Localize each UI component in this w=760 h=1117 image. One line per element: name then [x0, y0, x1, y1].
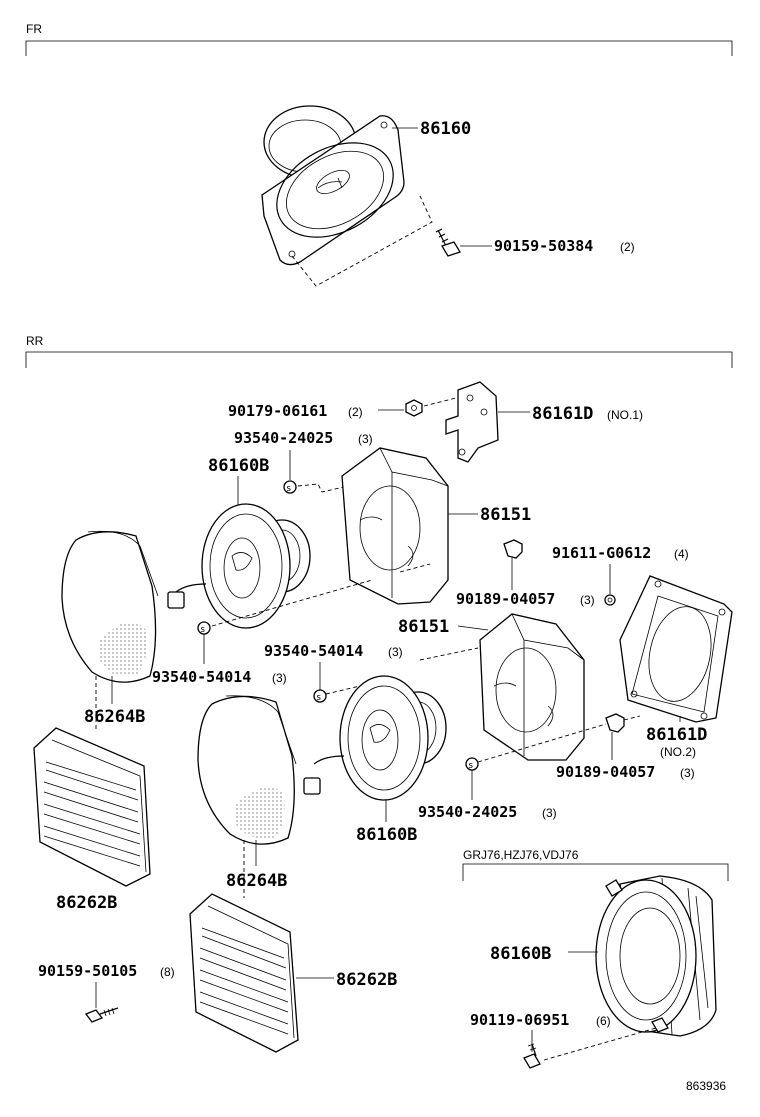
label-90179-06161: 90179-06161 — [228, 402, 327, 420]
section-label-variant: GRJ76,HZJ76,VDJ76 — [463, 848, 579, 862]
label-93540-54014-b: 93540-54014 — [264, 642, 363, 660]
note-86161d-no2: (NO.2) — [660, 745, 696, 759]
figure-number: 863936 — [686, 1079, 726, 1093]
section-bracket-variant — [462, 863, 729, 881]
pin-90189-04057-1[interactable] — [503, 539, 523, 559]
svg-text:s: s — [200, 625, 205, 635]
nut-90179-06161[interactable] — [405, 399, 423, 417]
label-93540-24025-bottom: 93540-24025 — [418, 803, 517, 821]
rear-speaker-86160b-2[interactable] — [303, 675, 447, 801]
section-bracket-rr — [25, 351, 733, 368]
label-93540-54014-a: 93540-54014 — [152, 668, 251, 686]
clip-91611-g0612[interactable] — [604, 594, 616, 606]
label-90119-06951: 90119-06951 — [470, 1011, 569, 1029]
grille-86264b-1[interactable] — [61, 530, 159, 683]
bracket-86161d-no1[interactable] — [445, 381, 499, 463]
qty-93540-54014-b: (3) — [388, 645, 403, 659]
front-speaker-86160[interactable] — [261, 105, 410, 266]
label-93540-24025-top: 93540-24025 — [234, 429, 333, 447]
pin-90189-04057-2[interactable] — [605, 713, 625, 733]
label-86151-1: 86151 — [480, 505, 531, 525]
label-86262b-2: 86262B — [336, 970, 397, 990]
label-86160b-1: 86160B — [208, 456, 269, 476]
label-86161d-no1: 86161D — [532, 404, 593, 424]
section-bracket-fr — [25, 40, 733, 56]
qty-93540-24025-bottom: (3) — [542, 806, 557, 820]
cover-86262b-1[interactable] — [33, 727, 151, 887]
front-mount-line — [291, 195, 433, 287]
bracket-86161d-no2[interactable] — [619, 575, 733, 723]
qty-90189-04057-1: (3) — [580, 593, 595, 607]
screw-93540-24025-bottom[interactable]: s — [465, 757, 479, 771]
rear-speaker-86160b-3[interactable] — [595, 875, 717, 1037]
qty-91611-g0612: (4) — [674, 547, 689, 561]
enclosure-86151-1[interactable] — [341, 447, 449, 605]
label-90159-50105: 90159-50105 — [38, 962, 137, 980]
section-label-fr: FR — [26, 22, 42, 36]
label-91611-g0612: 91611-G0612 — [552, 544, 651, 562]
qty-90179-06161: (2) — [348, 405, 363, 419]
label-86160: 86160 — [420, 119, 471, 139]
label-86161d-no2: 86161D — [646, 725, 707, 745]
screw-90119-06951[interactable] — [523, 1043, 541, 1069]
front-screw-90159-50384[interactable] — [435, 228, 461, 257]
qty-93540-54014-a: (3) — [272, 671, 287, 685]
label-86160b-2: 86160B — [356, 825, 417, 845]
label-90189-04057-2: 90189-04057 — [556, 763, 655, 781]
qty-90119-06951: (6) — [596, 1014, 611, 1028]
section-label-rr: RR — [26, 334, 44, 348]
qty-90159-50105: (8) — [160, 965, 175, 979]
label-90189-04057-1: 90189-04057 — [456, 590, 555, 608]
label-86151-2: 86151 — [398, 617, 449, 637]
enclosure-86151-2[interactable] — [479, 613, 585, 761]
qty-93540-24025-top: (3) — [358, 432, 373, 446]
label-86264b-2: 86264B — [226, 871, 287, 891]
qty-90159-50384: (2) — [620, 240, 635, 254]
label-86264b-1: 86264B — [84, 707, 145, 727]
screw-93540-24025-top[interactable]: s — [283, 480, 297, 494]
grille-86264b-2[interactable] — [197, 695, 297, 845]
label-90159-50384: 90159-50384 — [494, 237, 593, 255]
svg-text:s: s — [286, 484, 291, 494]
screw-90159-50105[interactable] — [84, 1007, 119, 1023]
rear-speaker-86160b-1[interactable] — [167, 503, 311, 629]
note-86161d-no1: (NO.1) — [607, 408, 643, 422]
screw-93540-54014-a[interactable]: s — [197, 621, 211, 635]
label-86262b-1: 86262B — [56, 893, 117, 913]
qty-90189-04057-2: (3) — [680, 766, 695, 780]
svg-text:s: s — [316, 693, 321, 703]
screw-93540-54014-b[interactable]: s — [313, 689, 327, 703]
cover-86262b-2[interactable] — [189, 893, 299, 1053]
svg-text:s: s — [468, 761, 473, 771]
label-86160b-3: 86160B — [490, 944, 551, 964]
